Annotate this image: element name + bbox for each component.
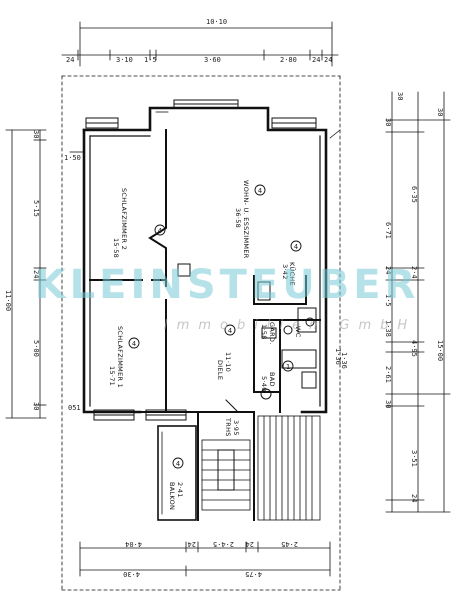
terrace-lines <box>69 111 341 153</box>
dimension-labels: 10·10 24 3·10 1·5 3·60 2·80 24 24 30 5·1… <box>4 18 444 578</box>
dim-bottom-6: 4·30 <box>123 570 140 578</box>
dim-bottom-2: 24 <box>188 540 196 548</box>
dim-top-6: 24 <box>312 56 320 64</box>
svg-text:4: 4 <box>176 460 180 468</box>
staircase <box>201 415 321 521</box>
watermark-sub: Immobilien GmbH <box>163 318 417 333</box>
dim-left-4: 11·00 <box>4 290 12 311</box>
dim-top-2: 3·10 <box>116 56 133 64</box>
room-name-gard: GARD. <box>268 322 276 345</box>
room-area-schlafzimmer1: 15·71 <box>108 366 116 386</box>
svg-text:4: 4 <box>158 227 162 235</box>
dim-right-outer-3: 2·4 <box>410 266 418 279</box>
dim-right-1: 30 <box>384 118 392 126</box>
svg-text:4: 4 <box>132 340 136 348</box>
svg-text:4: 4 <box>228 327 232 335</box>
dim-bottom-3: 2·4·5 <box>213 540 234 548</box>
dim-top-4: 3·60 <box>204 56 221 64</box>
dim-left-2: 5·15 <box>32 200 40 217</box>
bottom-dimensions <box>61 541 341 591</box>
dim-top-5: 2·80 <box>280 56 297 64</box>
bath-fixtures <box>225 325 317 413</box>
dim-top-1: 24 <box>66 56 74 64</box>
room-name-diele: DIELE <box>216 360 224 380</box>
dim-right-outer-5: 2·61 <box>384 366 392 383</box>
dim-top-total: 10·10 <box>206 18 227 26</box>
dim-bottom-4: 24 <box>246 540 254 548</box>
dim-top-7: 24 <box>324 56 332 64</box>
left-dimensions <box>5 75 63 591</box>
dim-right-outer-2: 30 <box>436 108 444 116</box>
windows <box>85 99 317 421</box>
dim-right-10: 24 <box>410 494 418 502</box>
top-dimensions <box>61 21 341 77</box>
dim-right-outer-6: 1·36 <box>334 348 342 365</box>
kitchen-fixtures <box>257 281 317 333</box>
label-136: 1·36 <box>340 352 348 369</box>
balcony <box>157 425 197 521</box>
room-area-bad: 5·40 <box>260 376 268 392</box>
room-name-bad: BAD <box>268 372 276 387</box>
label-051: 051 <box>68 404 81 412</box>
room-labels: SCHLAFZIMMER 2 15·58 WOHN- U. ESSZIMMER … <box>108 180 302 510</box>
dim-left-6: 30 <box>32 402 40 410</box>
room-area-diele: 11·10 <box>224 352 232 372</box>
room-area-wohnzimmer: 36·58 <box>234 208 242 228</box>
exterior-walls <box>82 106 328 414</box>
room-marker-digits: 4 4 4 4 4 4 1 <box>132 187 298 468</box>
room-name-kueche: KÜCHE <box>288 262 297 286</box>
dim-bottom-7: 4·75 <box>245 570 262 578</box>
dim-right-6: 1·38 <box>384 320 392 337</box>
svg-text:4: 4 <box>258 187 262 195</box>
interior-walls <box>89 129 321 521</box>
dim-top-3: 1·5 <box>144 56 157 64</box>
watermark-brand: KLEINSTEUBER <box>34 262 420 308</box>
dim-right-4: 6·71 <box>384 222 392 239</box>
room-name-trhs: TRHS <box>224 417 232 437</box>
room-name-schlafzimmer2: SCHLAFZIMMER 2 <box>120 188 128 250</box>
dim-right-3: 24 <box>384 266 392 274</box>
label-150: 1·50 <box>64 154 81 162</box>
right-dimensions <box>339 75 451 591</box>
dim-right-2: 6·35 <box>410 186 418 203</box>
dim-bottom-1: 4·04 <box>125 540 142 548</box>
room-name-balkon: BALKON <box>168 482 176 510</box>
dim-right-9: 3·51 <box>410 450 418 467</box>
room-area-gard: 1·58 <box>260 324 268 340</box>
dim-right-outer-1: 30 <box>396 92 404 100</box>
dim-left-3: 24 <box>32 270 40 278</box>
room-markers <box>128 184 302 469</box>
room-area-balkon: 2·41 <box>176 482 184 498</box>
svg-text:4: 4 <box>294 243 298 251</box>
room-name-wc: WC <box>294 326 302 338</box>
dim-bottom-5: 2·45 <box>281 540 298 548</box>
dim-right-7: 4·95 <box>410 340 418 357</box>
room-name-schlafzimmer1: SCHLAFZIMMER 1 <box>116 326 124 388</box>
room-area-schlafzimmer2: 15·58 <box>112 238 120 258</box>
dim-right-outer-4: 15·00 <box>436 340 444 361</box>
room-name-wohnzimmer: WOHN- U. ESSZIMMER <box>242 180 250 259</box>
room-area-trhs: 3·95 <box>232 420 240 436</box>
dim-right-8: 30 <box>384 400 392 408</box>
dim-left-5: 5·00 <box>32 340 40 357</box>
dim-left-1: 30 <box>32 130 40 138</box>
room-area-kueche: 3·42 <box>281 264 289 280</box>
dim-right-5: 1·5 <box>384 294 392 307</box>
svg-text:1: 1 <box>286 363 290 371</box>
